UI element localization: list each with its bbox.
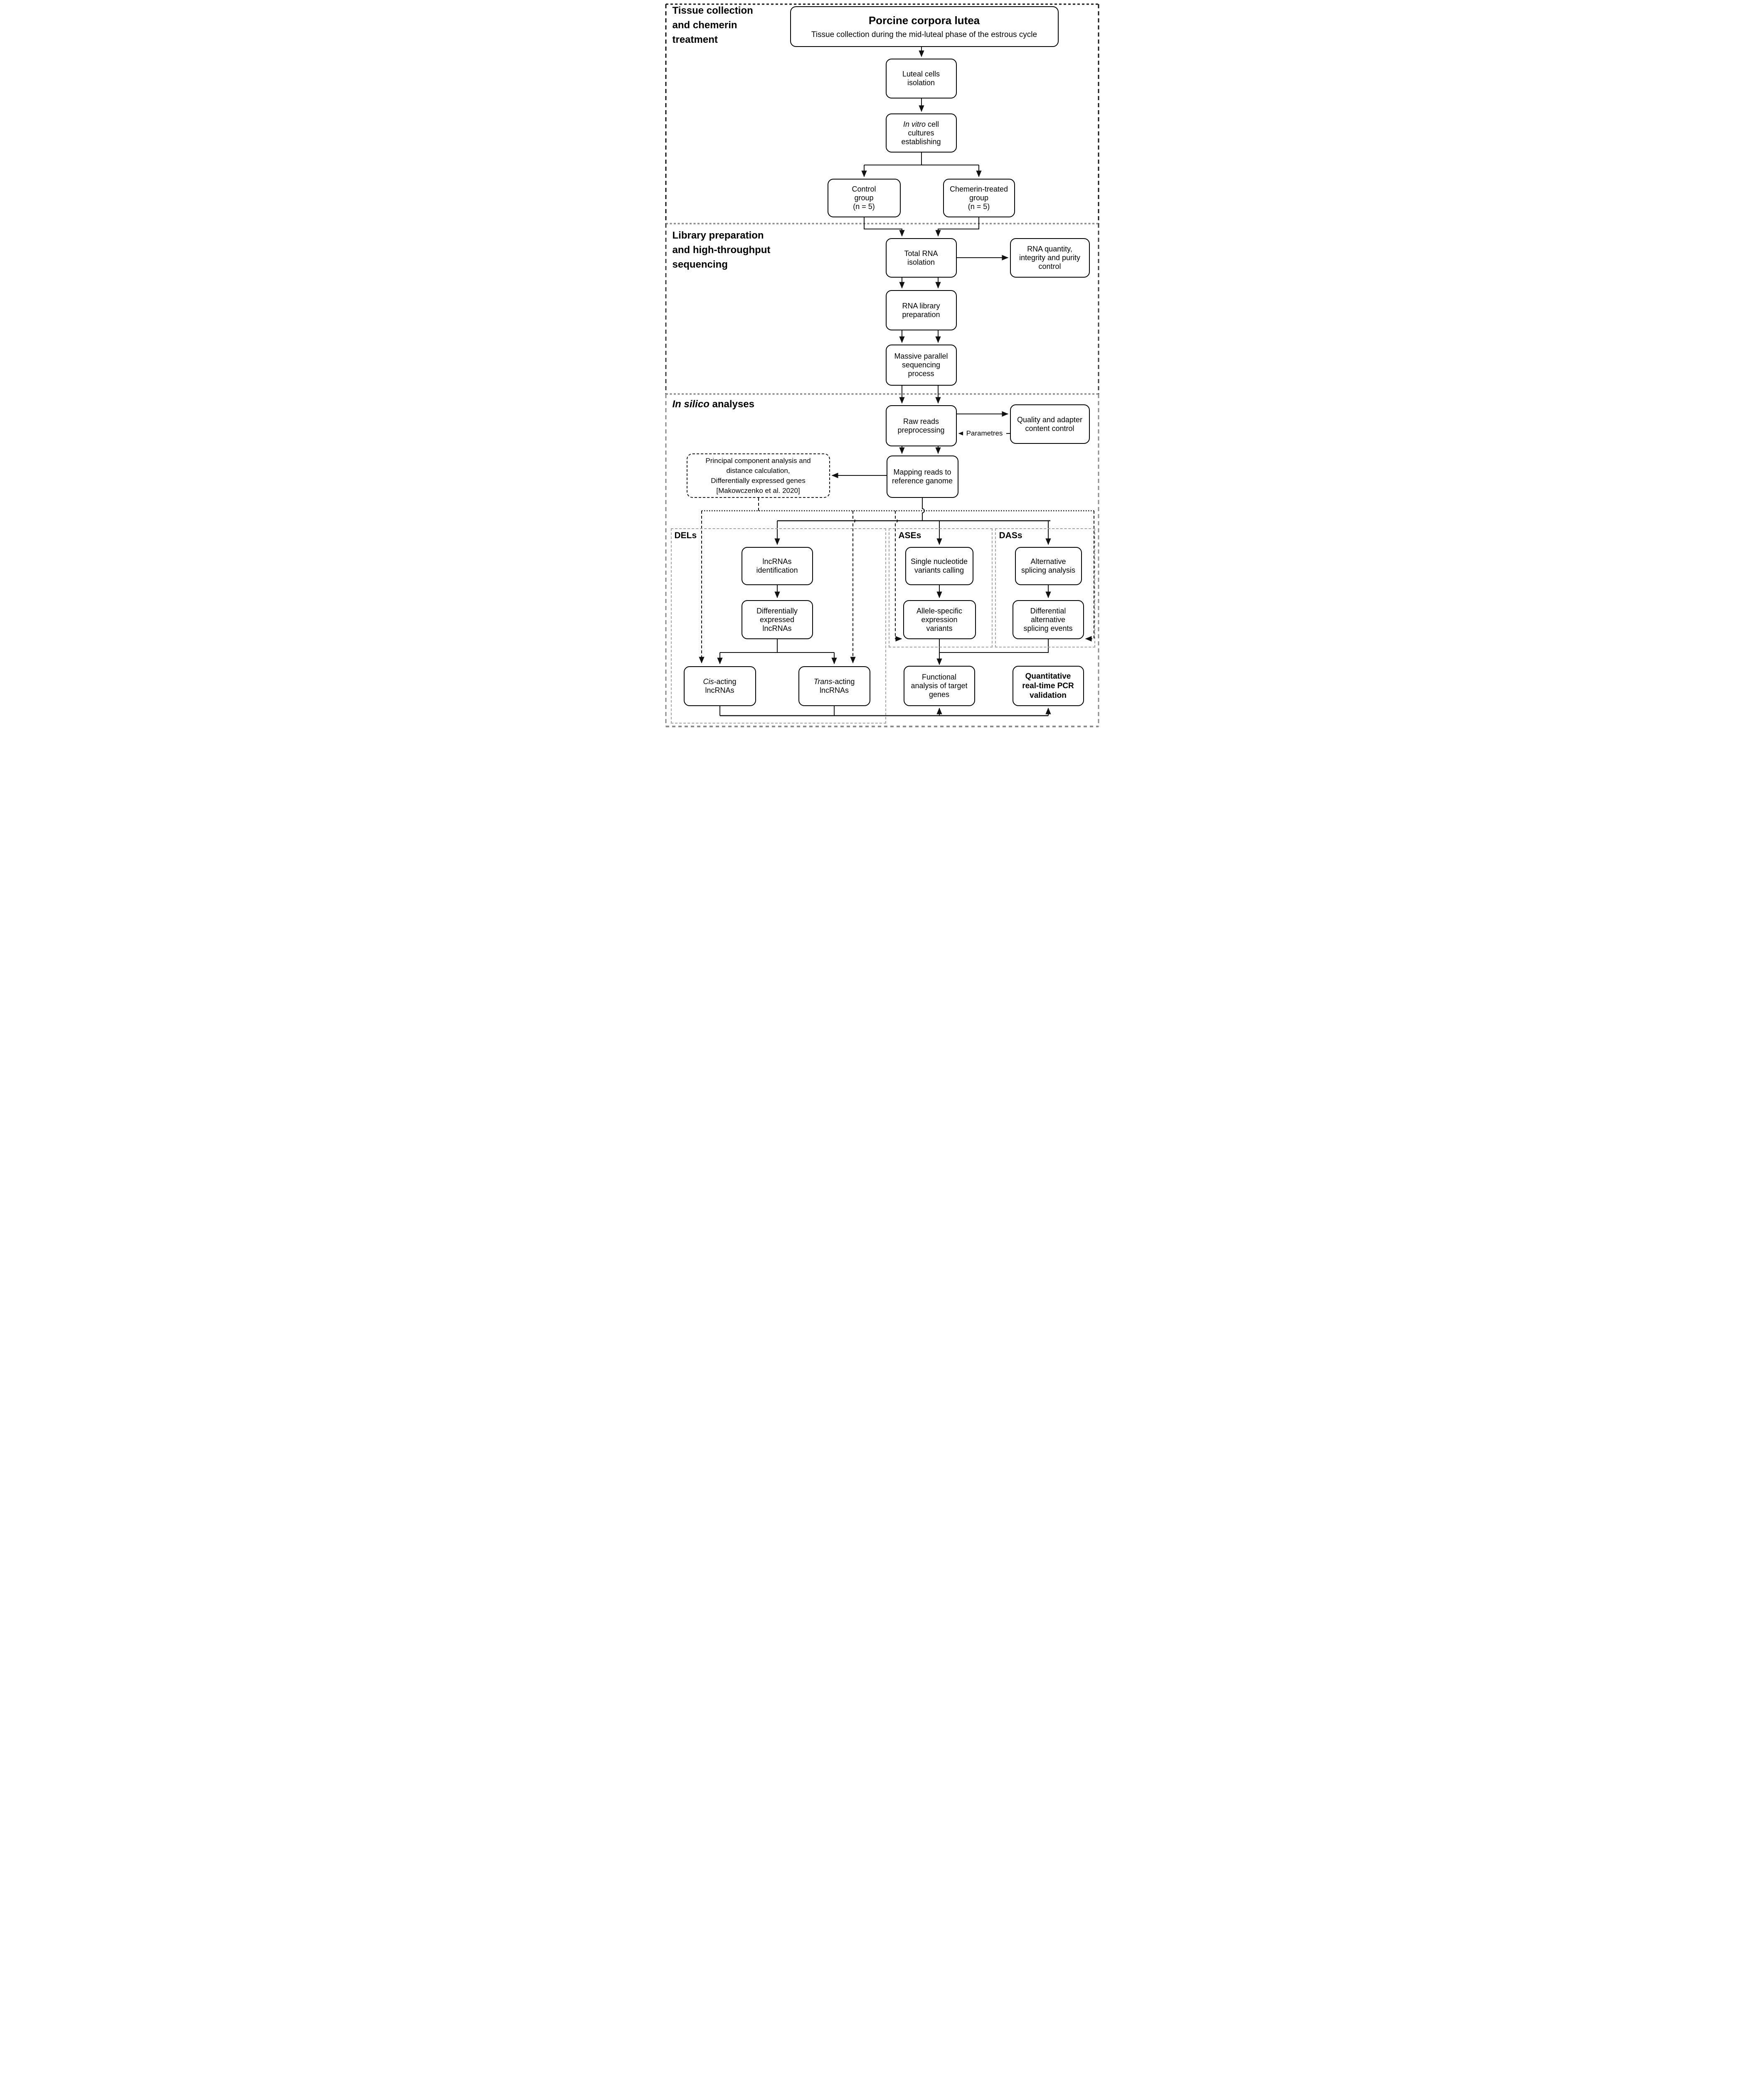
node-rna-quality-control: RNA quantity, integrity and purity contr… [1010, 238, 1090, 278]
edge-label-parametres: Parametres [963, 428, 1006, 438]
node-differential-alternative-splicing-events: Differential alternative splicing events [1012, 600, 1084, 639]
node-mapping-reads-label: Mapping reads to reference ganome [892, 468, 953, 485]
edge-dasevents-merge [939, 639, 1049, 653]
node-qpcr-validation: Quantitative real-time PCR validation [1012, 666, 1084, 706]
section-title-in-silico-rest: analyses [709, 399, 754, 410]
node-snv-calling-label: Single nucleotide variants calling [910, 557, 968, 574]
node-differentially-expressed-lncrnas-label: Differentially expressed lncRNAs [756, 606, 798, 633]
node-porcine-corpora-lutea: Porcine corpora lutea Tissue collection … [790, 6, 1059, 47]
edge-dashed-to-allele [894, 511, 902, 642]
subsection-dass-box [995, 528, 1095, 648]
section-title-in-silico: In silico analyses [673, 397, 754, 411]
node-trans-italic: Trans [813, 677, 833, 686]
subsection-dels-box [670, 528, 886, 724]
node-in-vitro-cell-cultures-label: In vitro cell cultures establishing [901, 120, 941, 146]
node-allele-specific-expression-variants-label: Allele-specific expression variants [916, 606, 963, 633]
node-massive-parallel-sequencing-label: Massive parallel sequencing process [894, 352, 948, 378]
node-porcine-subtitle: Tissue collection during the mid-luteal … [811, 30, 1037, 39]
node-in-vitro-rest: cell [926, 120, 939, 128]
node-raw-reads-preprocessing-label: Raw reads preprocessing [897, 417, 945, 434]
section-title-library-preparation: Library preparation and high-throughput … [672, 230, 771, 270]
node-massive-parallel-sequencing: Massive parallel sequencing process [885, 345, 957, 386]
node-porcine-title: Porcine corpora lutea [868, 14, 980, 27]
node-control-group-label: Control group (n = 5) [852, 185, 876, 211]
node-chemerin-treated-group: Chemerin-treated group (n = 5) [943, 179, 1015, 217]
section-borders [665, 3, 1099, 727]
node-lncrnas-identification-label: lncRNAs identification [756, 557, 798, 574]
node-quality-adapter-control-label: Quality and adapter content control [1017, 415, 1083, 433]
node-qpcr-validation-label: Quantitative real-time PCR validation [1022, 672, 1074, 700]
node-cis-italic: Cis [703, 677, 714, 686]
subsection-label-ases: ASEs [898, 531, 921, 540]
edge-dashed-to-trans [850, 511, 856, 664]
subsection-label-dels: DELs [674, 531, 697, 540]
node-in-vitro-italic: In vitro [903, 120, 926, 128]
node-cis-acting-lncrnas-label: Cis-acting lncRNAs [703, 677, 736, 695]
node-lncrnas-identification: lncRNAs identification [741, 547, 813, 585]
node-allele-specific-expression-variants: Allele-specific expression variants [903, 600, 976, 639]
subsection-ases-box [888, 528, 993, 648]
workflow-diagram: Tissue collection and chemerin treatment… [661, 0, 1103, 729]
section-title-in-silico-italic: In silico [672, 399, 710, 410]
dashed-edges [698, 498, 1094, 664]
subsection-label-dass: DASs [999, 531, 1022, 540]
node-in-vitro-tail: cultures establishing [901, 128, 941, 146]
node-rna-library-preparation-label: RNA library preparation [902, 301, 940, 319]
edge-chemerin-to-totalrna [935, 217, 979, 237]
node-functional-analysis-target-genes-label: Functional analysis of target genes [911, 673, 968, 699]
node-cis-rest: -acting [714, 677, 737, 686]
node-luteal-cells-isolation: Luteal cells isolation [885, 59, 957, 98]
edge-control-to-totalrna [863, 217, 905, 237]
section-title-tissue-collection: Tissue collection and chemerin treatment [672, 5, 753, 45]
node-quality-adapter-control: Quality and adapter content control [1010, 404, 1090, 444]
node-differentially-expressed-lncrnas: Differentially expressed lncRNAs [741, 600, 813, 639]
node-snv-calling: Single nucleotide variants calling [905, 547, 973, 585]
node-control-group: Control group (n = 5) [827, 179, 901, 217]
node-rna-quality-control-label: RNA quantity, integrity and purity contr… [1019, 245, 1081, 271]
node-total-rna-isolation: Total RNA isolation [885, 238, 957, 278]
node-trans-acting-lncrnas: Trans-acting lncRNAs [798, 666, 870, 706]
node-cis-tail: lncRNAs [705, 686, 734, 694]
node-trans-rest: -acting [832, 677, 855, 686]
node-mapping-reads: Mapping reads to reference ganome [886, 455, 958, 498]
edge-dashed-to-dasevents [1085, 511, 1094, 642]
node-chemerin-treated-group-label: Chemerin-treated group (n = 5) [949, 185, 1008, 211]
node-trans-tail: lncRNAs [819, 686, 849, 694]
node-alternative-splicing-analysis-label: Alternative splicing analysis [1021, 557, 1076, 574]
node-pca-deg-makowczenko-label: Principal component analysis and distanc… [705, 456, 811, 495]
node-rna-library-preparation: RNA library preparation [885, 290, 957, 330]
node-differential-alternative-splicing-events-label: Differential alternative splicing events [1023, 606, 1073, 633]
node-trans-acting-lncrnas-label: Trans-acting lncRNAs [814, 677, 855, 695]
node-raw-reads-preprocessing: Raw reads preprocessing [885, 405, 957, 446]
node-cis-acting-lncrnas: Cis-acting lncRNAs [683, 666, 756, 706]
node-functional-analysis-target-genes: Functional analysis of target genes [903, 666, 975, 706]
edge-mapping-drop [921, 498, 925, 521]
node-luteal-cells-isolation-label: Luteal cells isolation [902, 70, 940, 87]
node-in-vitro-cell-cultures: In vitro cell cultures establishing [885, 113, 957, 153]
node-total-rna-isolation-label: Total RNA isolation [904, 249, 938, 266]
node-pca-deg-makowczenko: Principal component analysis and distanc… [686, 453, 830, 498]
node-alternative-splicing-analysis: Alternative splicing analysis [1015, 547, 1082, 585]
